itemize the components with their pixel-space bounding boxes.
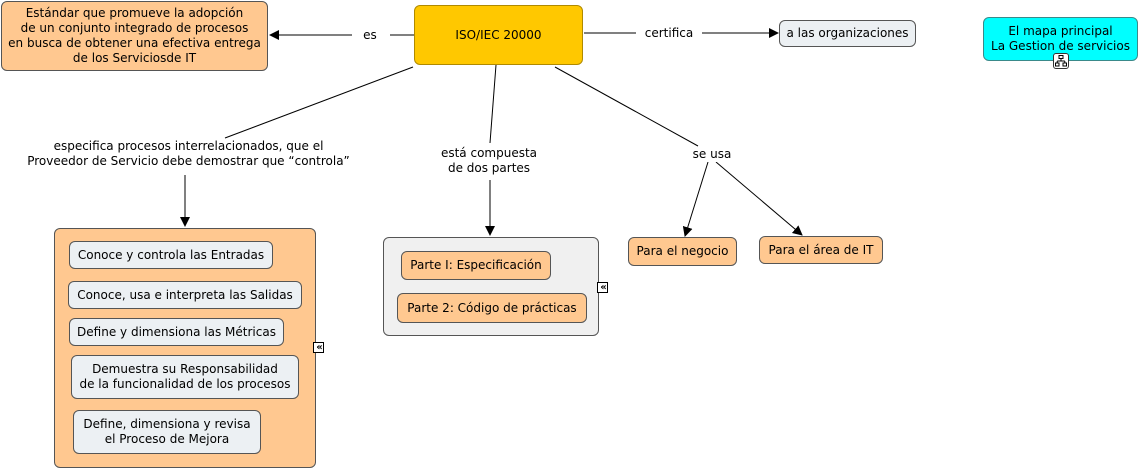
part-item[interactable]: Parte 2: Código de prácticas: [397, 293, 587, 323]
it-area-node[interactable]: Para el área de IT: [759, 236, 883, 264]
link-label-es: es: [352, 28, 388, 43]
link-root-especifica: [224, 66, 414, 139]
process-item[interactable]: Demuestra su Responsabilidad de la funci…: [71, 355, 299, 399]
map-tree-icon: [1055, 55, 1067, 67]
link-label-seusa: se usa: [684, 147, 740, 162]
process-item[interactable]: Conoce, usa e interpreta las Salidas: [68, 281, 302, 309]
link-root-seusa: [554, 66, 699, 147]
link-label-compuesta: está compuesta de dos partes: [432, 146, 546, 176]
process-item[interactable]: Define y dimensiona las Métricas: [69, 318, 284, 346]
link-seusa-it: [715, 161, 803, 236]
process-item[interactable]: Conoce y controla las Entradas: [69, 241, 273, 269]
business-node[interactable]: Para el negocio: [628, 237, 737, 266]
link-label-especifica: especifica procesos interrelacionados, q…: [18, 139, 359, 169]
process-item[interactable]: Define, dimensiona y revisa el Proceso d…: [73, 410, 261, 454]
part-item[interactable]: Parte I: Especificación: [401, 251, 551, 280]
concept-map-link-icon[interactable]: [1053, 53, 1069, 69]
collapse-icon[interactable]: «: [313, 342, 324, 353]
definition-node[interactable]: Estándar que promueve la adopción de un …: [1, 1, 268, 71]
link-seusa-business: [682, 161, 709, 237]
organizations-node[interactable]: a las organizaciones: [779, 20, 916, 47]
link-root-compuesta: [489, 64, 497, 144]
collapse-icon[interactable]: «: [597, 282, 608, 293]
root-node[interactable]: ISO/IEC 20000: [414, 5, 583, 65]
link-label-certifica: certifica: [636, 26, 702, 41]
